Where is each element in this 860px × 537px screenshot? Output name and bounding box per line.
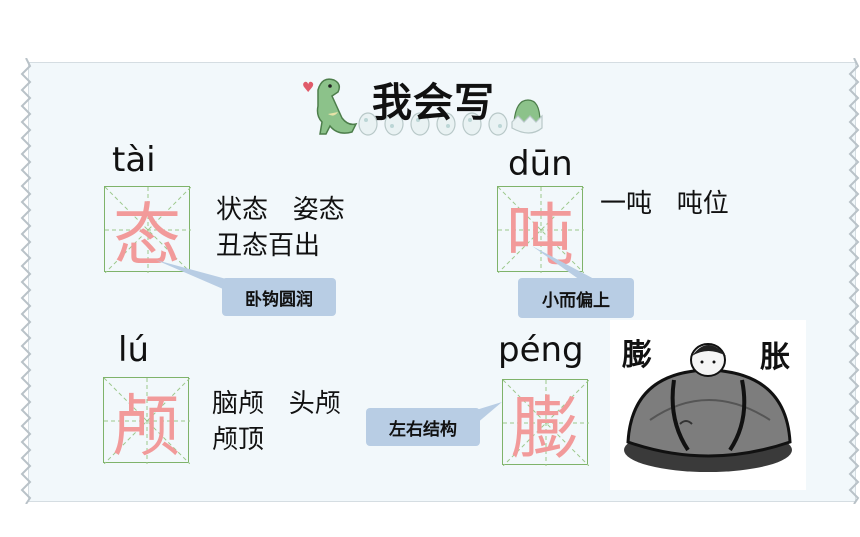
pinyin-dun: dūn (508, 144, 573, 184)
dinosaur-eggs-icon: ♥ (302, 78, 543, 136)
practice-char-tai: 态 (112, 196, 181, 276)
word-line: 颅顶 (212, 425, 265, 455)
illus-label-right: 胀 (760, 340, 790, 375)
word-line: 脑颅 头颅 (212, 389, 341, 419)
word-line: 一吨 吨位 (600, 189, 729, 219)
card-left-edge (20, 58, 32, 504)
words-dun: 一吨 吨位 (600, 186, 729, 222)
tip-tag-dun: 小而偏上 (518, 278, 634, 318)
card-right-edge (848, 58, 860, 504)
pinyin-tai: tài (112, 140, 156, 180)
tip-pointer (532, 246, 596, 280)
pinyin-peng: péng (498, 330, 584, 370)
char-grid-peng: 膨 (502, 379, 589, 469)
char-grid-lu: 颅 (103, 377, 190, 467)
word-line: 状态 姿态 (216, 195, 345, 225)
practice-char-lu: 颅 (111, 387, 180, 467)
swelling-illustration: 膨 胀 (610, 320, 806, 490)
tip-pointer (156, 260, 230, 292)
inflated-person-icon (624, 343, 792, 472)
char-grid-tai: 态 (104, 186, 191, 276)
tip-tag-peng: 左右结构 (366, 408, 480, 446)
illus-label-left: 膨 (622, 338, 652, 373)
svg-text:♥: ♥ (302, 80, 315, 96)
words-tai: 状态 姿态 丑态百出 (216, 192, 345, 264)
tip-pointer (476, 402, 502, 424)
char-grid-dun: 吨 (497, 186, 584, 276)
practice-char-peng: 膨 (510, 389, 579, 469)
pinyin-lu: lú (118, 330, 149, 370)
words-lu: 脑颅 头颅 颅顶 (212, 386, 341, 458)
page-title: 我会写 (372, 80, 495, 126)
word-line: 丑态百出 (216, 231, 321, 261)
tip-tag-tai: 卧钩圆润 (222, 278, 336, 316)
